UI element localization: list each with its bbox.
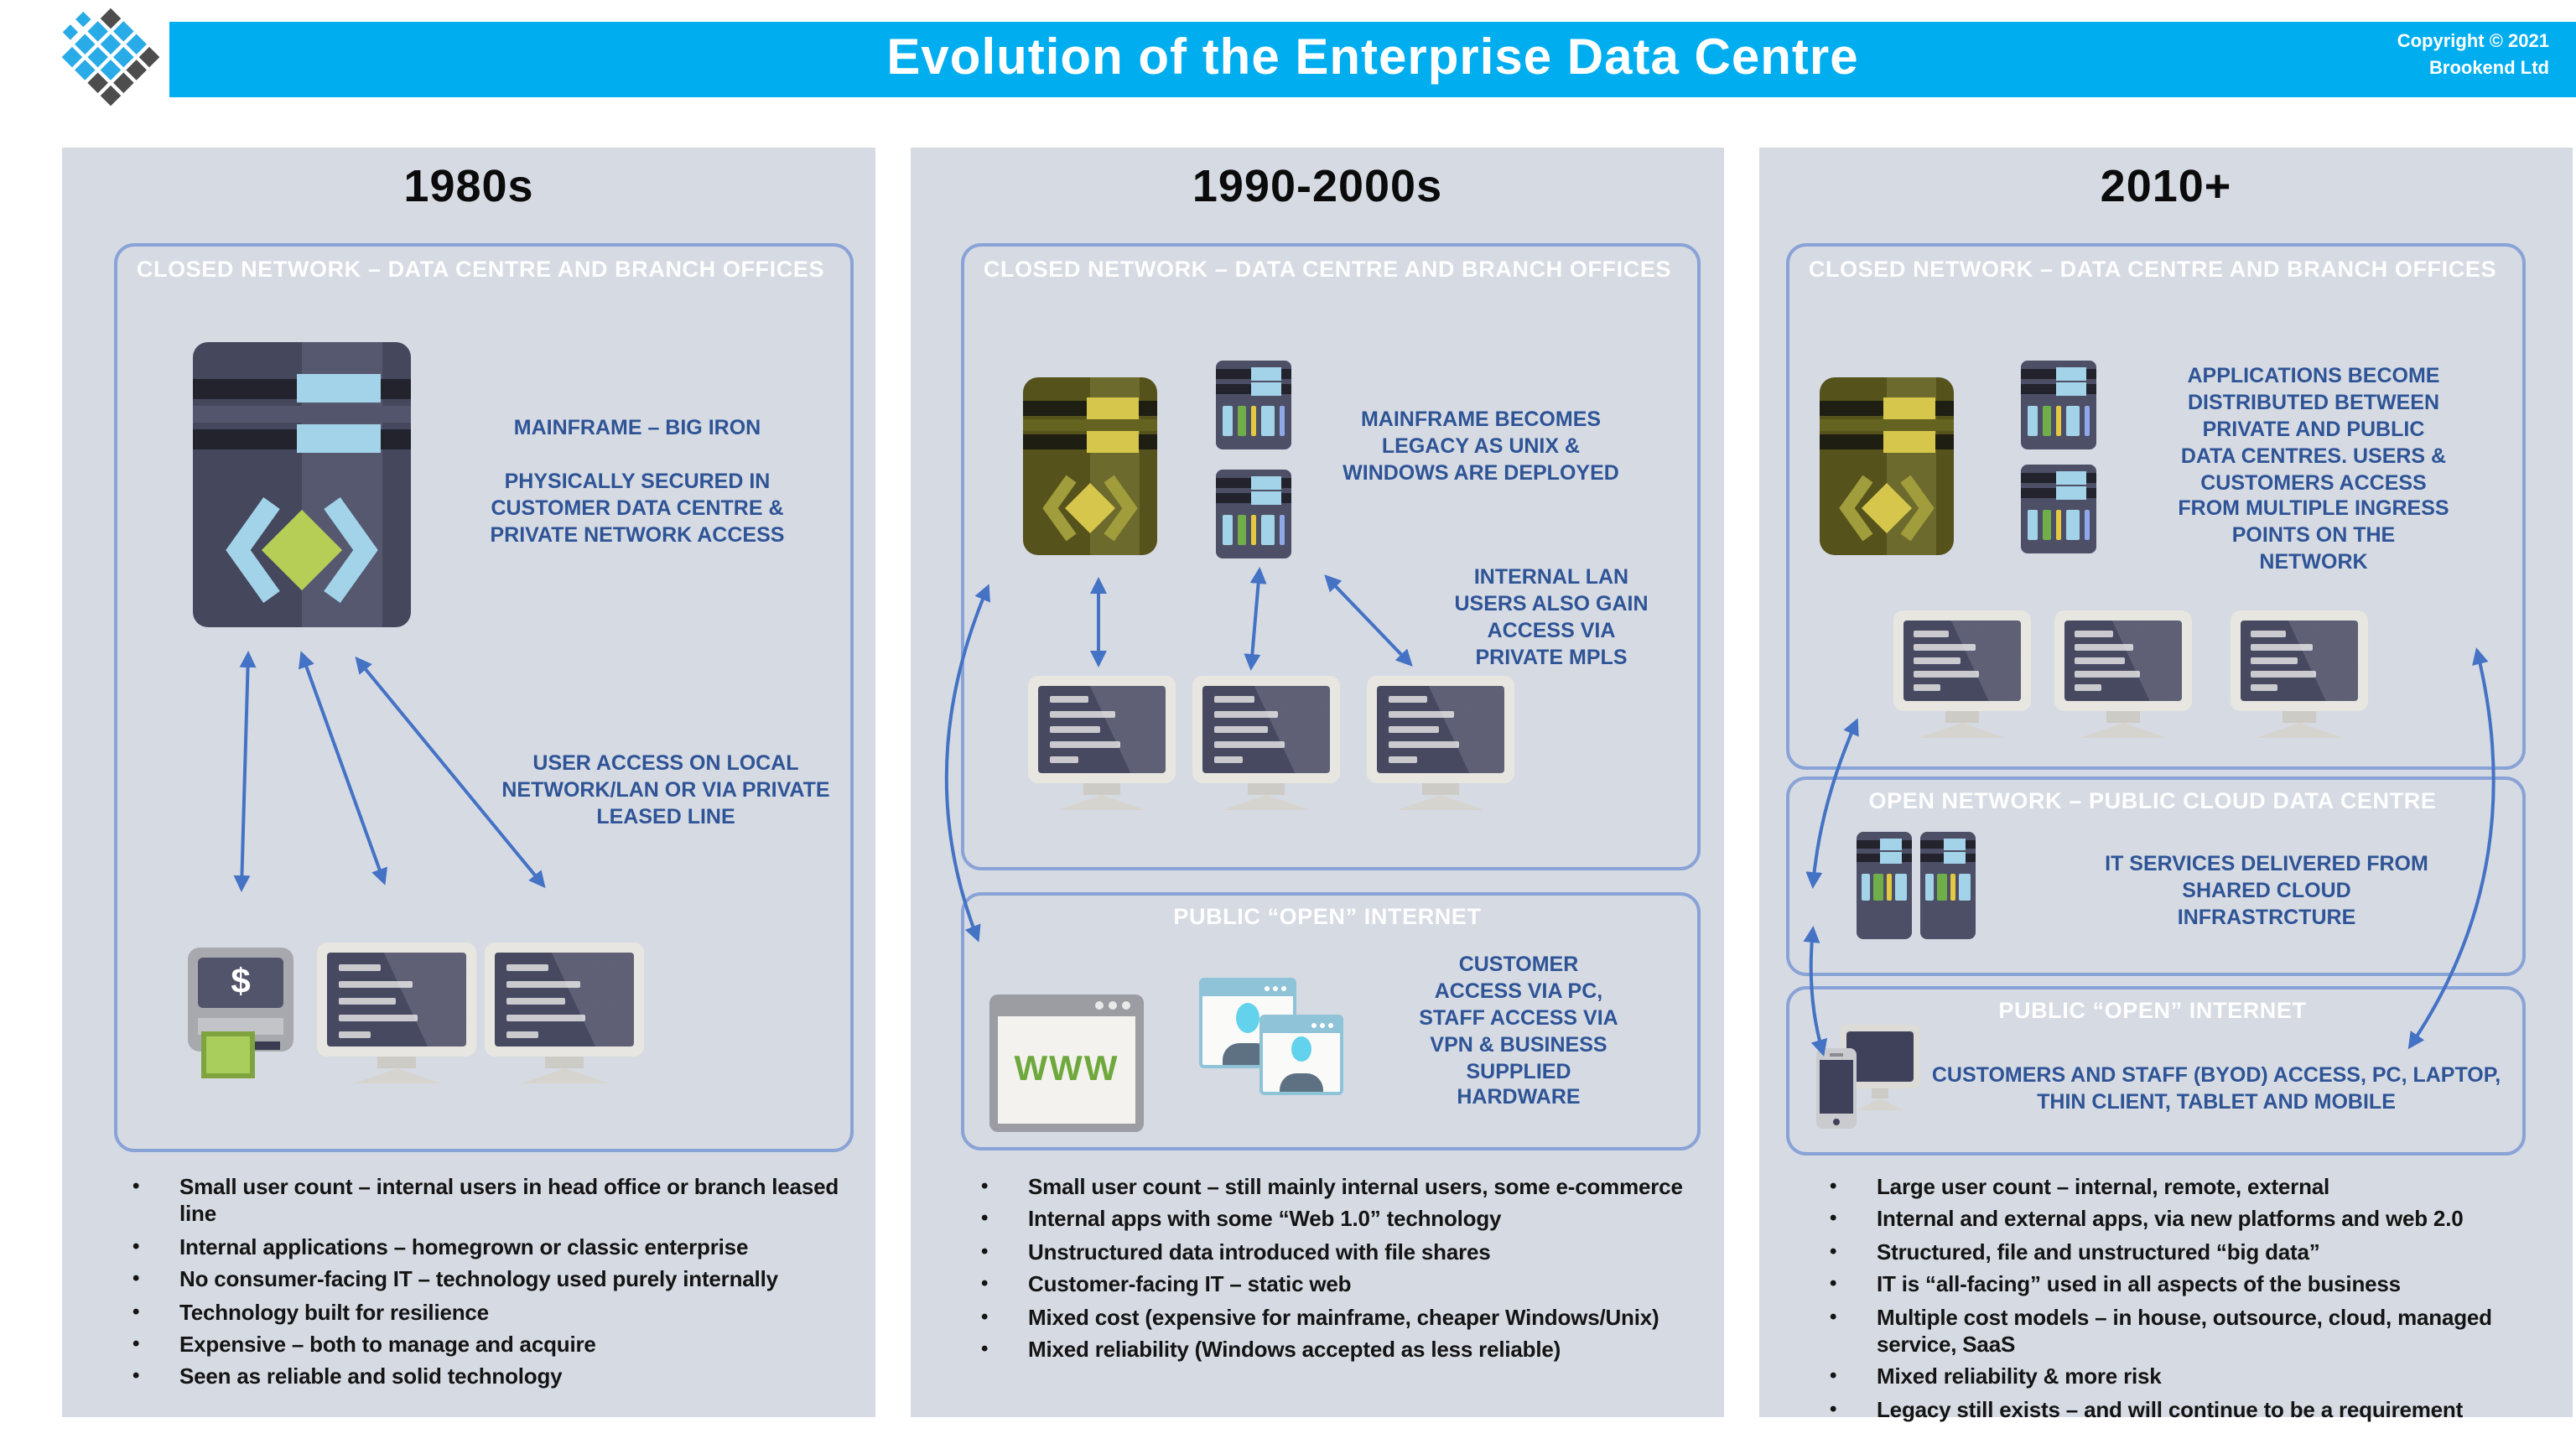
cloud-services-note: IT SERVICES DELIVERED FROM SHARED CLOUD … (2105, 852, 2428, 929)
closed-network-label: CLOSED NETWORK – DATA CENTRE AND BRANCH … (136, 257, 825, 282)
bullet-item: Legacy still exists – and will continue … (1816, 1396, 2551, 1424)
bullet-item: Seen as reliable and solid technology (119, 1364, 854, 1392)
public-internet-label: PUBLIC “OPEN” INTERNET (1173, 904, 1482, 929)
bullet-item: Technology built for resilience (119, 1299, 854, 1327)
monitor-icon (2231, 610, 2368, 738)
byod-devices-icon (1816, 1025, 1920, 1142)
page-title: Evolution of the Enterprise Data Centre (886, 30, 1859, 86)
bullet-item: Mixed reliability & more risk (1816, 1364, 2551, 1392)
www-label: WWW (998, 1016, 1135, 1124)
video-call-icon (1199, 978, 1358, 1098)
era-heading: 2010+ (2100, 161, 2232, 211)
rack-server-icon (2021, 465, 2096, 553)
era-heading: 1990-2000s (1192, 161, 1443, 211)
www-browser-icon: WWW (989, 995, 1144, 1132)
bullet-list: Small user count – still mainly internal… (968, 1174, 1702, 1369)
open-network-label: OPEN NETWORK – PUBLIC CLOUD DATA CENTRE (1868, 788, 2437, 813)
bullet-item: Unstructured data introduced with file s… (968, 1239, 1702, 1267)
copyright-line2: Brookend Ltd (2429, 58, 2549, 79)
header-bar: Evolution of the Enterprise Data Centre … (169, 22, 2576, 97)
mainframe-icon (1023, 377, 1157, 555)
open-network-box (1786, 776, 2526, 976)
mainframe-icon (1820, 377, 1954, 555)
dollar-symbol: $ (198, 958, 283, 1008)
bullet-item: No consumer-facing IT – technology used … (119, 1266, 854, 1294)
monitor-icon (485, 943, 644, 1083)
monitor-icon (1893, 610, 2031, 738)
cloud-server-icon (1857, 832, 1912, 939)
monitor-icon (1028, 676, 1176, 810)
bullet-item: Mixed reliability (Windows accepted as l… (968, 1337, 1702, 1364)
bullet-item: Multiple cost models – in house, outsour… (1816, 1304, 2551, 1359)
bullet-item: Small user count – internal users in hea… (119, 1174, 854, 1229)
copyright: Copyright © 2021 Brookend Ltd (2397, 30, 2549, 91)
monitor-icon (317, 943, 476, 1083)
public-internet-label: PUBLIC “OPEN” INTERNET (1998, 998, 2307, 1023)
customer-access-note: CUSTOMER ACCESS VIA PC, STAFF ACCESS VIA… (1419, 953, 1618, 1109)
mainframe-note: MAINFRAME – BIG IRON (513, 416, 761, 439)
panel-1980s: 1980s CLOSED NETWORK – DATA CENTRE AND B… (62, 148, 875, 1417)
public-internet-box (1786, 986, 2526, 1156)
monitor-icon (1192, 676, 1340, 810)
copyright-line1: Copyright © 2021 (2397, 32, 2549, 52)
bullet-item: Customer-facing IT – static web (968, 1271, 1702, 1299)
closed-network-box (114, 243, 854, 1152)
bullet-list: Large user count – internal, remote, ext… (1816, 1174, 2551, 1429)
bullet-item: Internal and external apps, via new plat… (1816, 1207, 2551, 1234)
bullet-item: Structured, file and unstructured “big d… (1816, 1239, 2551, 1267)
closed-network-box (1786, 243, 2526, 770)
mainframe-icon (193, 342, 411, 627)
bullet-item: Internal apps with some “Web 1.0” techno… (968, 1207, 1702, 1234)
apps-note: APPLICATIONS BECOME DISTRIBUTED BETWEEN … (2178, 364, 2449, 574)
bullet-item: Large user count – internal, remote, ext… (1816, 1174, 2551, 1202)
era-heading: 1980s (403, 161, 534, 211)
closed-network-label: CLOSED NETWORK – DATA CENTRE AND BRANCH … (1808, 257, 2497, 282)
byod-note: CUSTOMERS AND STAFF (BYOD) ACCESS, PC, L… (1931, 1063, 2501, 1114)
secured-note: PHYSICALLY SECURED IN CUSTOMER DATA CENT… (490, 470, 785, 547)
rack-server-icon (1216, 361, 1291, 449)
bullet-item: Small user count – still mainly internal… (968, 1174, 1702, 1202)
lan-note: INTERNAL LAN USERS ALSO GAIN ACCESS VIA … (1454, 565, 1649, 669)
rack-server-icon (1216, 470, 1291, 558)
panel-2010plus: 2010+ CLOSED NETWORK – DATA CENTRE AND B… (1759, 148, 2573, 1422)
atm-icon: $ (188, 948, 293, 1078)
code-glyph-icon (226, 497, 378, 603)
cloud-server-icon (1920, 832, 1976, 939)
public-internet-box (961, 892, 1701, 1150)
monitor-icon (1367, 676, 1514, 810)
closed-network-box (961, 243, 1701, 870)
panel-1990-2000s: 1990-2000s CLOSED NETWORK – DATA CENTRE … (911, 148, 1724, 1417)
brand-logo-icon (61, 8, 160, 106)
bullet-item: Expensive – both to manage and acquire (119, 1332, 854, 1359)
user-access-note: USER ACCESS ON LOCAL NETWORK/LAN OR VIA … (501, 751, 830, 828)
rack-server-icon (2021, 361, 2096, 449)
code-glyph-icon (1042, 475, 1138, 542)
code-glyph-icon (1839, 475, 1935, 542)
bullet-list: Small user count – internal users in hea… (119, 1174, 854, 1396)
monitor-icon (2054, 610, 2192, 738)
bullet-item: IT is “all-facing” used in all aspects o… (1816, 1271, 2551, 1299)
bullet-item: Internal applications – homegrown or cla… (119, 1234, 854, 1262)
mainframe-note: MAINFRAME BECOMES LEGACY AS UNIX & WINDO… (1343, 408, 1619, 485)
bullet-item: Mixed cost (expensive for mainframe, che… (968, 1304, 1702, 1332)
closed-network-label: CLOSED NETWORK – DATA CENTRE AND BRANCH … (983, 257, 1672, 282)
